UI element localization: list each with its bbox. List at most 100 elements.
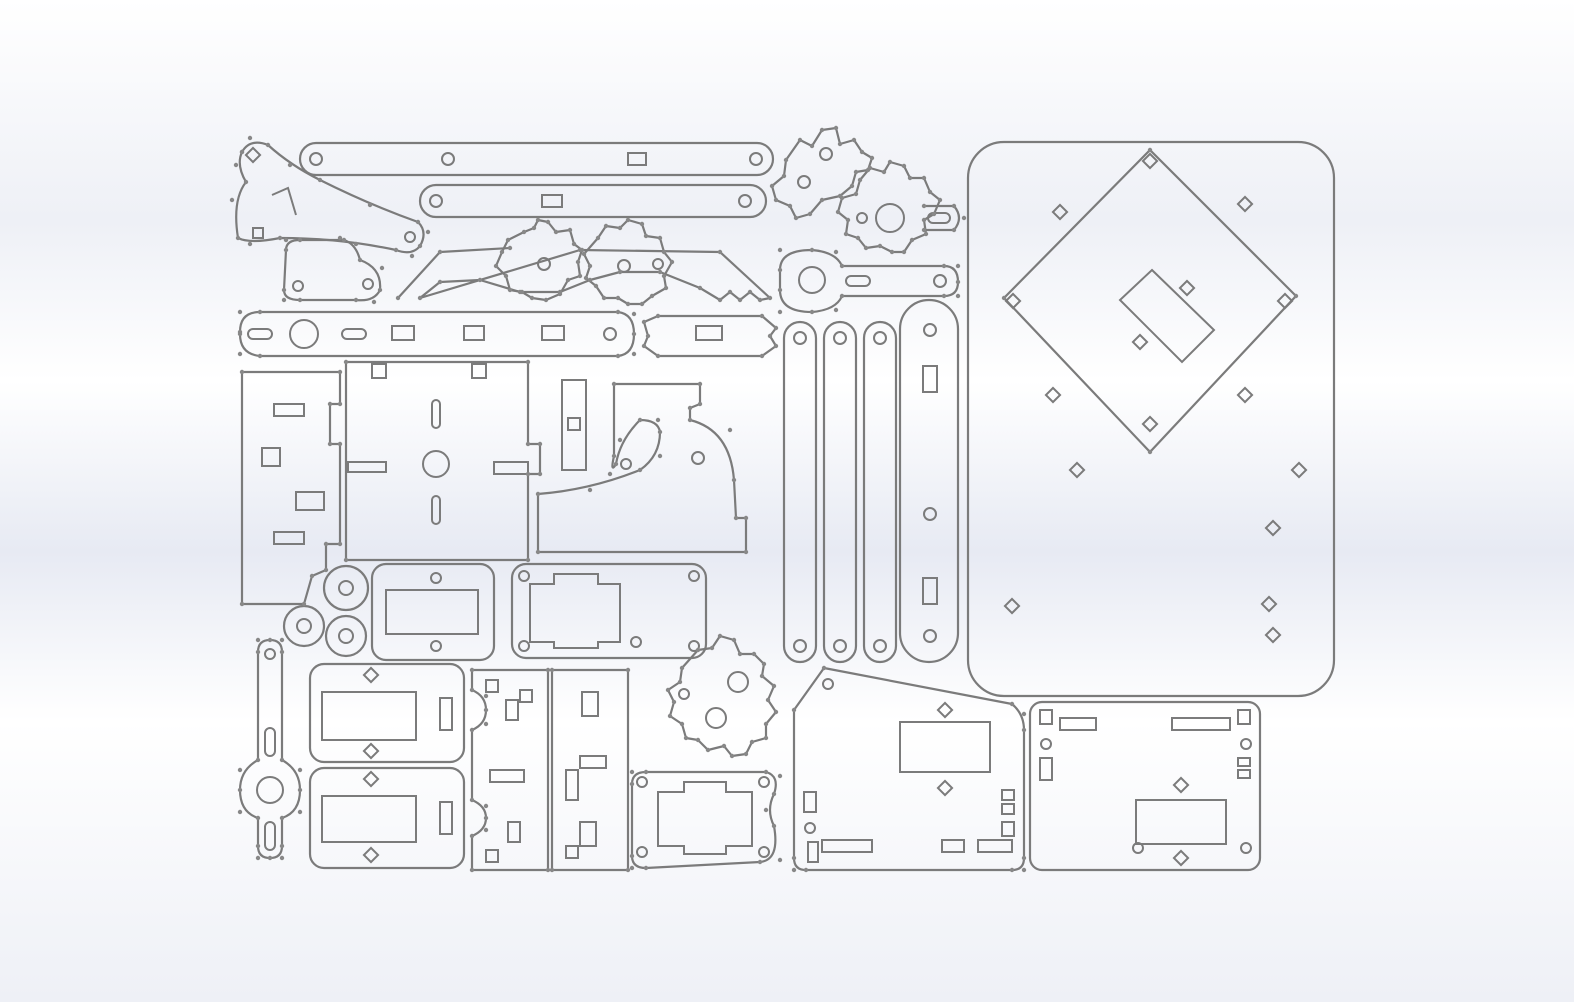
servo-mount-plate-2: [510, 562, 708, 660]
bracket-plate-small: [282, 238, 382, 302]
vertex-point: [1147, 449, 1153, 455]
vertex-point: [667, 713, 673, 719]
vertex-point: [665, 687, 671, 693]
vertex-point: [483, 803, 489, 809]
vertex-point: [505, 237, 511, 243]
vertex-point: [297, 297, 303, 303]
vertex-point: [1021, 855, 1027, 861]
vertex-point: [257, 309, 263, 315]
vertex-point: [265, 142, 271, 148]
vertex-point: [639, 301, 645, 307]
vertex-point: [553, 229, 559, 235]
vertex-point: [655, 417, 661, 423]
vertex-point: [777, 857, 783, 863]
gear-rack-assembly: [396, 218, 772, 306]
servo-horn-arm: [778, 248, 960, 314]
vertex-point: [437, 279, 443, 285]
vertical-link-4: [898, 298, 960, 664]
vertex-point: [297, 237, 303, 243]
vertex-point: [549, 667, 555, 673]
vertex-point: [577, 273, 583, 279]
vertex-point: [1147, 147, 1153, 153]
vertex-point: [483, 815, 489, 821]
vertex-point: [643, 233, 649, 239]
vertex-point: [771, 823, 777, 829]
vertex-point: [499, 249, 505, 255]
vertical-link-1: [782, 320, 818, 664]
vertex-point: [901, 249, 907, 255]
vertex-point: [773, 343, 779, 349]
vertex-point: [867, 165, 873, 171]
main-housing-plate: [344, 360, 542, 562]
vertex-point: [671, 699, 677, 705]
vertex-point: [283, 247, 289, 253]
vertex-point: [239, 601, 245, 607]
vertex-point: [751, 651, 757, 657]
vertex-point: [923, 231, 929, 237]
vertex-point: [417, 295, 423, 301]
vertex-point: [237, 787, 243, 793]
vertex-point: [297, 787, 303, 793]
vertex-point: [937, 197, 943, 203]
vertex-point: [279, 649, 285, 655]
vertex-point: [477, 277, 483, 283]
vertex-point: [777, 287, 783, 293]
vertex-point: [483, 693, 489, 699]
vertex-point: [845, 217, 851, 223]
vertex-point: [641, 319, 647, 325]
electronics-plate-left: [792, 666, 1026, 872]
vertex-point: [545, 219, 551, 225]
servo-mount-plate-3: [308, 662, 466, 764]
vertex-point: [327, 401, 333, 407]
vertex-point: [243, 179, 249, 185]
vertex-point: [525, 359, 531, 365]
vertex-point: [353, 241, 359, 247]
vertex-point: [395, 295, 401, 301]
vertex-point: [921, 227, 927, 233]
vertex-point: [545, 667, 551, 673]
vertex-point: [1001, 295, 1007, 301]
vertex-point: [757, 859, 763, 865]
vertex-point: [765, 697, 771, 703]
vertex-point: [771, 791, 777, 797]
vertex-point: [601, 295, 607, 301]
vertex-point: [237, 809, 243, 815]
vertex-point: [529, 295, 535, 301]
vertex-point: [507, 245, 513, 251]
vertex-point: [773, 709, 779, 715]
vertex-point: [657, 453, 663, 459]
vertex-point: [793, 215, 799, 221]
vertex-point: [297, 809, 303, 815]
vertex-point: [705, 747, 711, 753]
vertex-point: [747, 289, 753, 295]
vertex-point: [629, 853, 635, 859]
vertex-point: [743, 549, 749, 555]
vertex-point: [469, 867, 475, 873]
vertex-point: [807, 211, 813, 217]
vertex-point: [343, 359, 349, 365]
vertex-point: [625, 301, 631, 307]
vertex-point: [535, 217, 541, 223]
vertex-point: [593, 283, 599, 289]
vertex-point: [583, 275, 589, 281]
vertex-point: [255, 637, 261, 643]
vertex-point: [677, 679, 683, 685]
vertex-point: [323, 541, 329, 547]
vertex-point: [749, 739, 755, 745]
vertex-point: [955, 293, 961, 299]
vertex-point: [869, 155, 875, 161]
vertex-point: [697, 285, 703, 291]
vertex-point: [835, 209, 841, 215]
vertex-point: [603, 223, 609, 229]
vertex-point: [625, 217, 631, 223]
vertex-point: [483, 827, 489, 833]
vertex-point: [761, 661, 767, 667]
vertex-point: [537, 471, 543, 477]
vertex-point: [1021, 867, 1027, 873]
vertex-point: [611, 453, 617, 459]
vertex-point: [255, 649, 261, 655]
vertex-point: [631, 311, 637, 317]
vertex-point: [773, 325, 779, 331]
vertex-point: [833, 125, 839, 131]
vertex-point: [425, 229, 431, 235]
